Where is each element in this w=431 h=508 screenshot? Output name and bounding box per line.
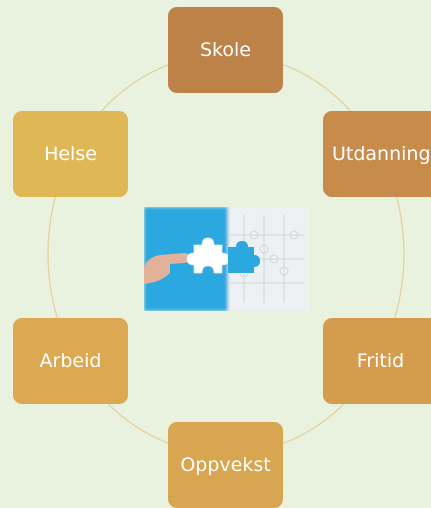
hand-icon [144, 253, 190, 284]
node-fritid: Fritid [323, 318, 431, 404]
node-label: Utdanning [332, 143, 431, 165]
node-skole: Skole [168, 7, 283, 93]
node-label: Oppvekst [180, 454, 271, 476]
node-label: Arbeid [39, 350, 102, 372]
node-oppvekst: Oppvekst [168, 422, 283, 508]
node-utdanning: Utdanning [323, 111, 431, 197]
puzzle-piece-icon [186, 237, 230, 274]
puzzle-image [144, 207, 310, 311]
node-helse: Helse [13, 111, 128, 197]
node-arbeid: Arbeid [13, 318, 128, 404]
node-label: Fritid [356, 350, 405, 372]
puzzle-slot-icon [228, 241, 260, 273]
node-label: Helse [44, 143, 97, 165]
node-label: Skole [200, 39, 251, 61]
puzzle-grid [230, 215, 304, 303]
